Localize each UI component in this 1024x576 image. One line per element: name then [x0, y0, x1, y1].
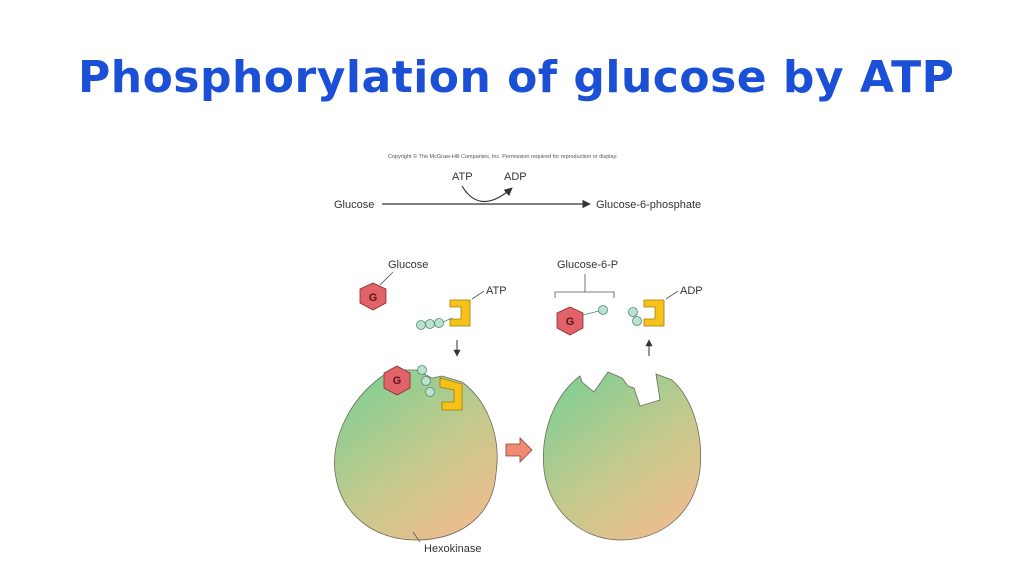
- atp-adenosine: [449, 299, 471, 327]
- equation-product-label: Glucose-6-phosphate: [596, 199, 701, 211]
- bound-phosphate-3: [425, 387, 435, 397]
- adp-phosphate-2: [632, 316, 642, 326]
- bound-atp-adenosine: [439, 377, 463, 411]
- glucose6p-label: Glucose-6-P: [557, 259, 618, 271]
- enzyme-leader: [412, 531, 421, 543]
- atp-phosphate-3: [434, 318, 444, 328]
- equation-substrate-label: Glucose: [334, 199, 374, 211]
- g6p-bond: [582, 310, 600, 316]
- bound-phosphate-2: [421, 376, 431, 386]
- bound-glucose-symbol: G: [393, 375, 402, 387]
- adp-leader: [665, 290, 679, 300]
- glucose-leader: [379, 271, 394, 286]
- hexokinase-empty: [542, 371, 702, 541]
- atp-phosphate-2: [425, 319, 435, 329]
- atp-label: ATP: [486, 285, 507, 297]
- bound-glucose-hexagon: [383, 365, 411, 396]
- copyright-text: Copyright © The McGraw-Hill Companies, I…: [388, 153, 618, 160]
- glucose-hexagon: [359, 282, 387, 311]
- bound-phosphate-1: [417, 365, 427, 375]
- adp-phosphate-1: [628, 307, 638, 317]
- atp-bond: [442, 317, 453, 323]
- equation-atp-label: ATP: [452, 171, 473, 183]
- glucose-label: Glucose: [388, 259, 428, 271]
- adp-label: ADP: [680, 285, 703, 297]
- glucose-symbol: G: [369, 292, 378, 304]
- atp-leader: [471, 290, 485, 300]
- cofactor-curve-arrow: [461, 185, 513, 203]
- enzyme-label: Hexokinase: [424, 543, 481, 555]
- slide-title: Phosphorylation of glucose by ATP: [78, 52, 955, 103]
- equation-adp-label: ADP: [504, 171, 527, 183]
- adp-adenosine: [643, 299, 665, 327]
- atp-phosphate-1: [416, 320, 426, 330]
- g6p-phosphate: [598, 305, 608, 315]
- glucose6p-bracket: [554, 291, 615, 298]
- hexokinase-bound: [334, 369, 498, 541]
- g6p-glucose-symbol: G: [566, 316, 575, 328]
- transition-arrow: [505, 437, 533, 463]
- g6p-glucose-hexagon: [556, 306, 584, 336]
